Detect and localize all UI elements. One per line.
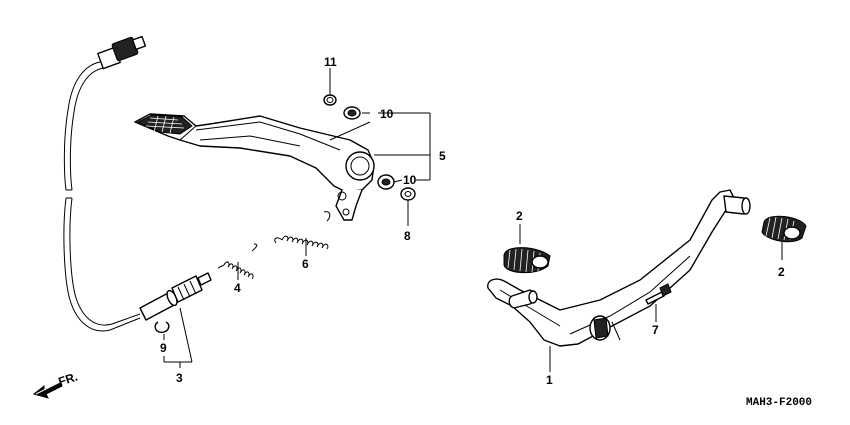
- callout-8: 8: [404, 229, 411, 243]
- callout-10-upper: 10: [380, 107, 394, 121]
- return-spring-small: [217, 243, 258, 280]
- return-spring-large: [274, 211, 331, 250]
- brake-light-switch: [139, 272, 212, 321]
- callout-10-lower: 10: [403, 173, 417, 187]
- front-direction-arrow-icon: [32, 381, 63, 399]
- callout-2-left: 2: [516, 209, 523, 223]
- step-rubber-right: [761, 215, 807, 243]
- callout-2-right: 2: [778, 265, 785, 279]
- callout-11: 11: [324, 55, 337, 69]
- leader-lines: [163, 68, 783, 372]
- brake-switch-wire-harness: [63, 61, 141, 332]
- wire-connector: [97, 35, 147, 70]
- callout-5: 5: [439, 149, 446, 163]
- brake-pedal: [134, 113, 375, 221]
- switch-clip: [154, 321, 170, 334]
- dust-seal-upper: [343, 106, 361, 120]
- step-rubber-left: [503, 247, 551, 274]
- callout-labels: 11 10 5 10 8 6 4 9 3 2 2 7 1: [160, 55, 785, 387]
- callout-3: 3: [176, 371, 183, 385]
- bolt: [645, 283, 672, 305]
- diagram-code: MAH3-F2000: [746, 397, 812, 409]
- dust-seal-lower: [377, 174, 395, 190]
- callout-7: 7: [652, 323, 659, 337]
- front-label: FR.: [57, 370, 80, 389]
- step-arm: [487, 189, 751, 347]
- callout-1: 1: [546, 373, 553, 387]
- callout-6: 6: [302, 257, 309, 271]
- callout-9: 9: [160, 341, 167, 355]
- callout-4: 4: [234, 281, 241, 295]
- circlip: [323, 94, 337, 106]
- washer: [400, 187, 416, 201]
